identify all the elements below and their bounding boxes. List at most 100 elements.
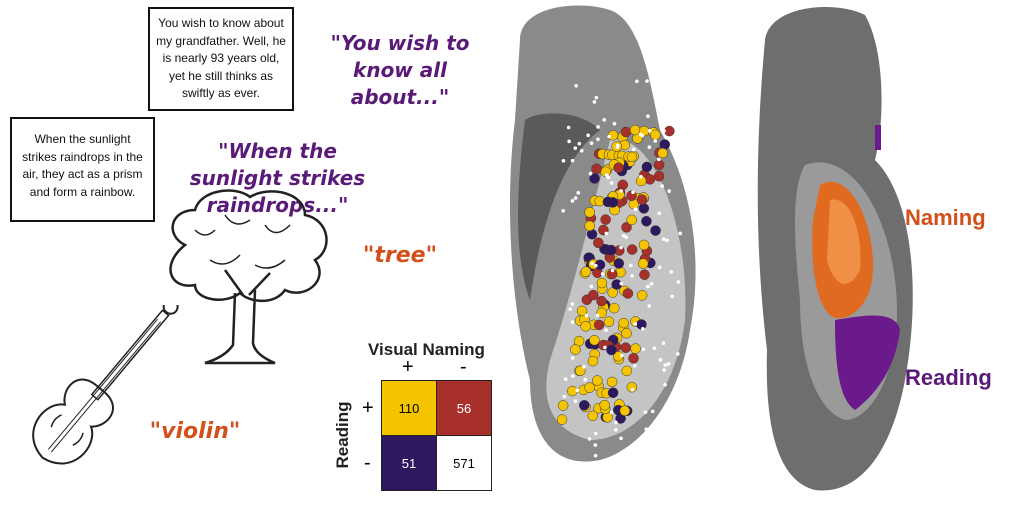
electrode-dot-inactive	[681, 365, 686, 370]
electrode-dot	[620, 126, 632, 138]
electrode-dot-inactive	[624, 235, 629, 239]
electrode-dot-inactive	[630, 387, 635, 392]
electrode-dot	[606, 376, 618, 388]
electrode-dot-inactive	[573, 399, 578, 403]
electrode-dot-inactive	[660, 184, 664, 188]
electrode-dot-inactive	[646, 284, 650, 289]
electrode-dot	[579, 400, 590, 411]
electrode-dot	[613, 258, 625, 269]
electrode-dot-inactive	[684, 109, 689, 114]
violin-drawing	[32, 305, 179, 465]
electrode-dot-inactive	[633, 363, 637, 368]
electrode-dot	[630, 343, 641, 354]
cell-both: 110	[381, 380, 437, 436]
electrode-dot	[626, 244, 638, 255]
electrode-dot-inactive	[687, 121, 691, 126]
electrode-dot-inactive	[647, 304, 652, 308]
electrode-dot-inactive	[685, 451, 689, 456]
electrode-dot-inactive	[610, 268, 615, 273]
electrode-dot	[618, 317, 629, 329]
matrix-row-plus: +	[362, 397, 374, 419]
electrode-dot	[636, 290, 648, 301]
electrode-dot-inactive	[606, 175, 611, 180]
electrode-dot	[613, 162, 624, 173]
electrode-dot-inactive	[607, 134, 611, 139]
electrode-dot-inactive	[630, 274, 634, 278]
electrode-dot	[588, 289, 599, 301]
electrode-dot	[580, 266, 592, 277]
electrode-dot-inactive	[561, 158, 566, 163]
electrode-dot-inactive	[596, 125, 600, 129]
electrode-dot-inactive	[612, 121, 617, 126]
electrode-dot-inactive	[600, 272, 605, 276]
electrode-dot-inactive	[582, 364, 586, 369]
electrode-dot-inactive	[568, 307, 572, 311]
electrode-dot	[659, 139, 670, 150]
electrode-dot-inactive	[570, 302, 575, 306]
electrode-dot	[606, 344, 617, 356]
electrode-dot-inactive	[614, 428, 618, 432]
electrode-dot	[599, 399, 610, 411]
electrode-dot-inactive	[620, 353, 624, 358]
electrode-dot-inactive	[590, 261, 595, 266]
electrode-dot-inactive	[603, 345, 607, 350]
sentence-box-2: When the sunlight strikes raindrops in t…	[10, 117, 155, 222]
electrode-dot-inactive	[589, 141, 594, 146]
tree-drawing	[169, 189, 328, 365]
electrode-dot-inactive	[586, 133, 590, 138]
electrode-dot-inactive	[663, 382, 667, 387]
electrode-dot-inactive	[593, 443, 598, 447]
electrode-dot-inactive	[575, 388, 580, 393]
electrode-dot-inactive	[562, 394, 567, 399]
electrode-dot-inactive	[631, 147, 636, 152]
electrode-dot	[557, 400, 569, 411]
electrode-dot-inactive	[594, 95, 599, 100]
sentence-1: You wish to know about my grandfather. W…	[156, 16, 286, 100]
electrode-dot-inactive	[657, 265, 662, 270]
electrode-dot	[657, 147, 668, 159]
electrode-dot-inactive	[657, 211, 662, 216]
electrode-dot-inactive	[653, 139, 658, 143]
electrode-dot-inactive	[641, 347, 646, 352]
electrode-dot	[619, 405, 631, 417]
electrode-dot	[609, 302, 620, 314]
electrode-dot-inactive	[576, 191, 581, 195]
tree-label: "tree"	[362, 243, 438, 268]
electrode-dot-inactive	[638, 132, 643, 136]
electrode-dot	[641, 161, 653, 173]
electrode-dot-inactive	[666, 362, 671, 366]
electrode-dot-inactive	[571, 374, 575, 378]
electrode-dot	[556, 414, 568, 425]
electrode-dot-inactive	[661, 87, 665, 92]
electrode-dot	[653, 170, 665, 182]
electrode-dot-inactive	[619, 189, 623, 193]
electrode-dot-inactive	[594, 263, 598, 268]
electrode-dot	[644, 174, 656, 185]
electrode-dot	[638, 203, 650, 214]
electrode-dot	[636, 194, 648, 205]
electrode-dot-inactive	[577, 141, 582, 146]
electrode-dot	[596, 277, 608, 289]
electrode-dot-inactive	[653, 432, 658, 436]
electrode-dot-inactive	[643, 410, 648, 414]
electrode-dot-inactive	[635, 79, 639, 84]
electrode-dot-inactive	[641, 327, 645, 331]
matrix-col-title: Visual Naming	[368, 340, 485, 359]
electrode-dot-inactive	[649, 281, 654, 286]
electrode-dot-inactive	[633, 322, 638, 326]
brain-electrode-map	[510, 5, 696, 462]
sentence-box-1: You wish to know about my grandfather. W…	[148, 7, 294, 111]
electrode-dot-inactive	[604, 231, 609, 236]
electrode-dot-inactive	[652, 346, 657, 350]
electrode-dot-inactive	[676, 352, 680, 356]
electrode-dot	[593, 237, 604, 249]
electrode-dot-inactive	[665, 104, 670, 108]
electrode-dot	[621, 365, 633, 377]
electrode-dot	[620, 342, 631, 353]
electrode-dot-inactive	[609, 410, 614, 415]
electrode-dot	[637, 258, 649, 269]
matrix-row-title: Reading	[333, 401, 352, 469]
electrode-dot	[596, 295, 607, 307]
violin-label: "violin"	[149, 419, 241, 444]
electrode-dot-inactive	[650, 409, 655, 414]
